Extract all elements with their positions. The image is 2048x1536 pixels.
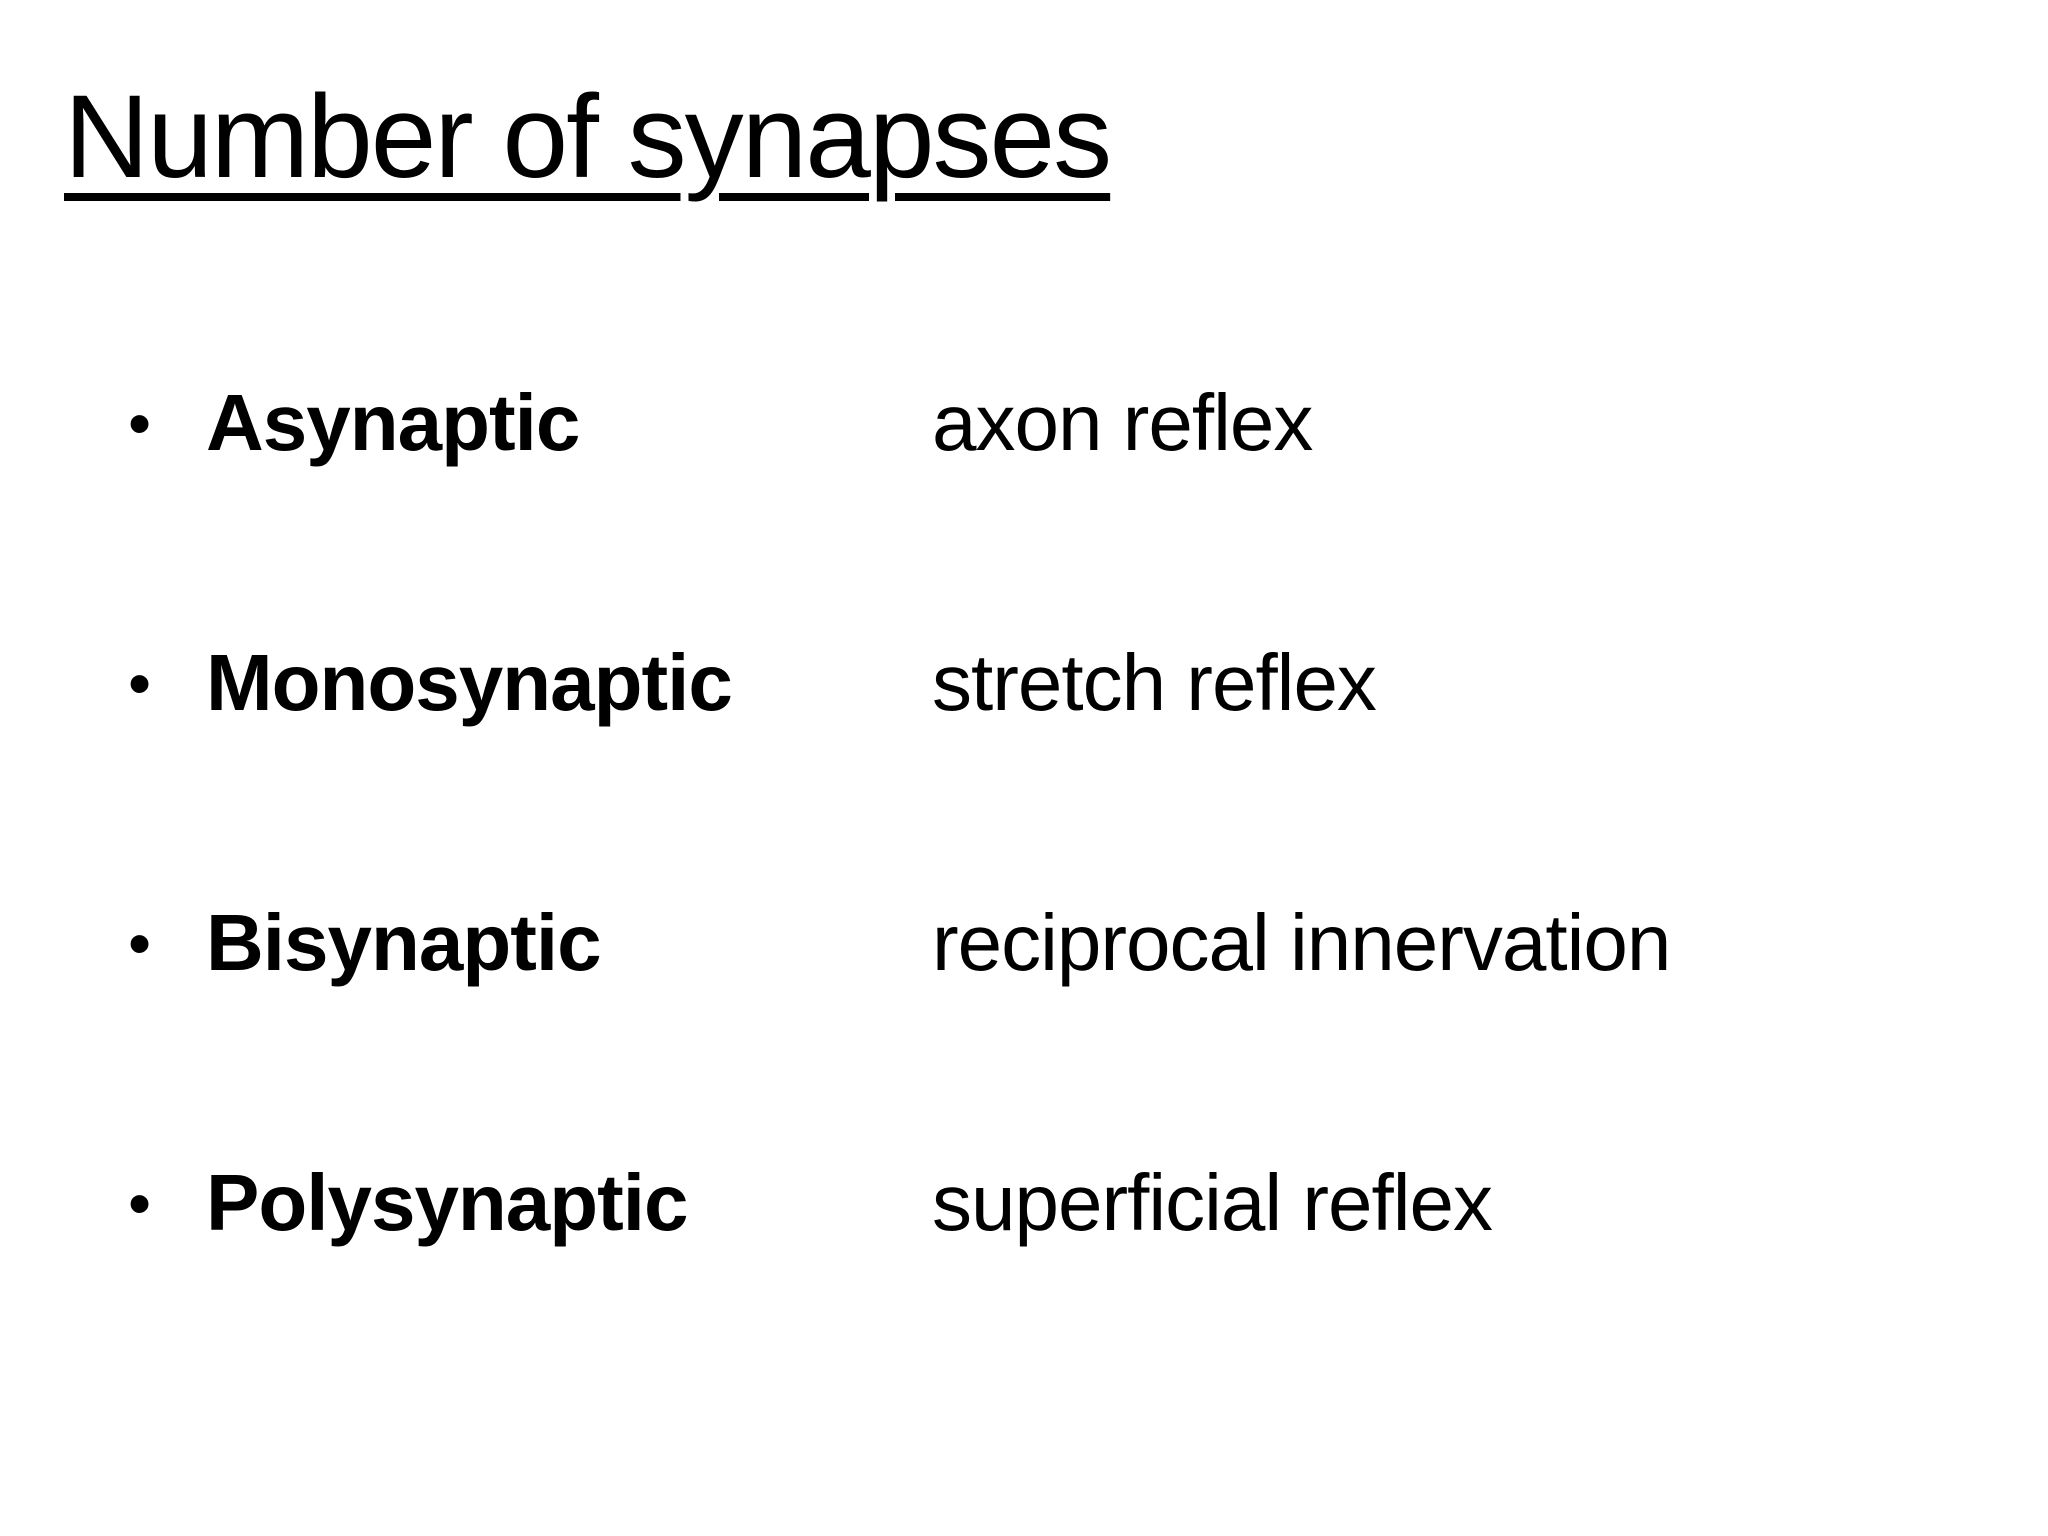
bullet-marker-icon: • bbox=[128, 1166, 152, 1240]
bullet-term: Asynaptic bbox=[206, 378, 580, 467]
bullet-list: • Asynaptic axon reflex • Monosynaptic s… bbox=[128, 368, 1988, 1408]
bullet-item-asynaptic: • Asynaptic axon reflex bbox=[128, 368, 1988, 478]
bullet-description: stretch reflex bbox=[932, 638, 1377, 727]
bullet-description: axon reflex bbox=[932, 378, 1313, 467]
slide-title: Number of synapses bbox=[64, 71, 1112, 203]
bullet-item-monosynaptic: • Monosynaptic stretch reflex bbox=[128, 628, 1988, 738]
bullet-marker-icon: • bbox=[128, 386, 152, 460]
bullet-item-bisynaptic: • Bisynaptic reciprocal innervation bbox=[128, 888, 1988, 998]
bullet-marker-icon: • bbox=[128, 646, 152, 720]
bullet-term: Bisynaptic bbox=[206, 898, 602, 987]
bullet-item-polysynaptic: • Polysynaptic superficial reflex bbox=[128, 1148, 1988, 1258]
bullet-description: superficial reflex bbox=[932, 1158, 1493, 1247]
bullet-term: Monosynaptic bbox=[206, 638, 733, 727]
bullet-term: Polysynaptic bbox=[206, 1158, 689, 1247]
bullet-marker-icon: • bbox=[128, 906, 152, 980]
bullet-description: reciprocal innervation bbox=[932, 898, 1671, 987]
